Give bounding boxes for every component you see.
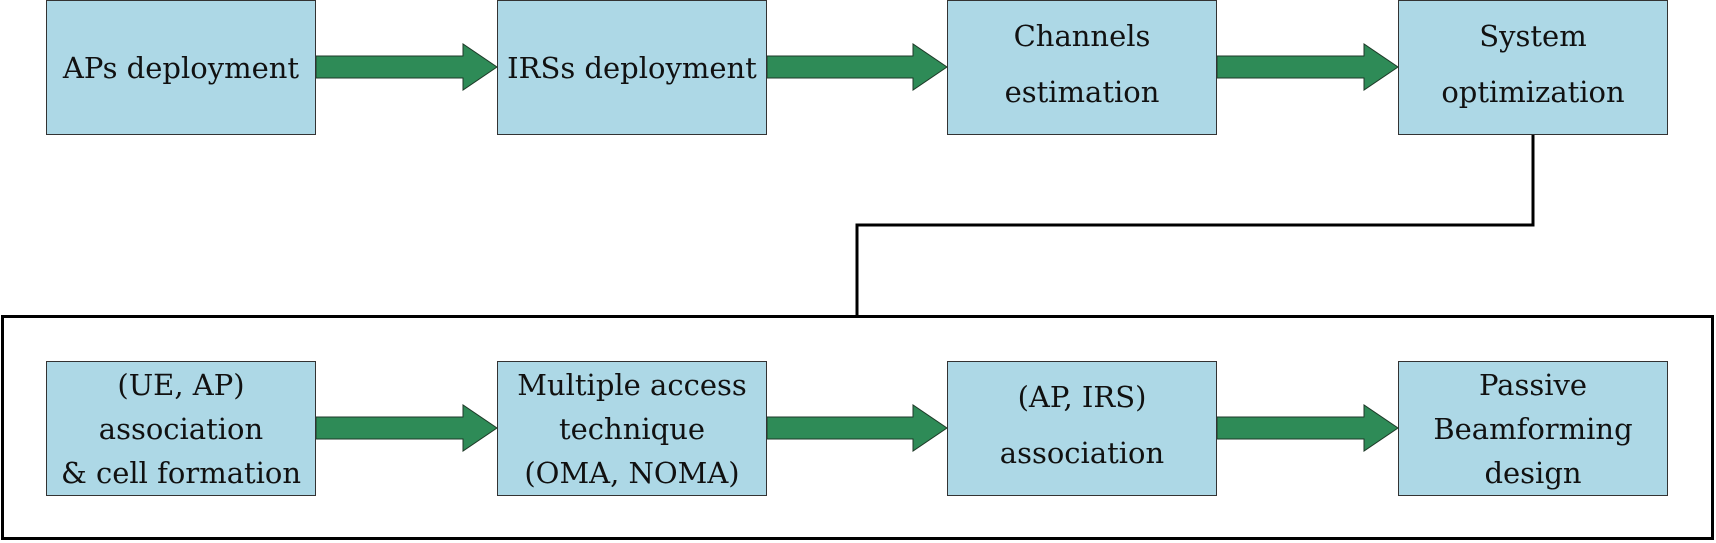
box-label-line: & cell formation [60, 455, 302, 490]
box-label-line: association [98, 411, 264, 446]
box-label-line: technique [558, 411, 706, 446]
box-label-line: (AP, IRS) [1017, 379, 1147, 414]
box-passive-beamforming-design: Passive Beamforming design [1398, 361, 1668, 496]
box-label-line: APs deployment [62, 50, 300, 85]
box-label-line: IRSs deployment [507, 50, 757, 85]
box-ap-irs-association: (AP, IRS) association [947, 361, 1217, 496]
box-label-line: (OMA, NOMA) [524, 455, 740, 490]
box-ue-ap-association: (UE, AP) association & cell formation [46, 361, 316, 496]
optimization-components-frame [1, 315, 1714, 540]
box-label-line: association [999, 435, 1165, 470]
flow-arrow [1216, 404, 1399, 452]
box-label-line: Multiple access [517, 367, 747, 402]
box-label-line: Passive [1478, 367, 1588, 402]
box-irss-deployment: IRSs deployment [497, 0, 767, 135]
box-label-line: design [1484, 455, 1582, 490]
box-channels-estimation: Channels estimation [947, 0, 1217, 135]
box-system-optimization: System optimization [1398, 0, 1668, 135]
box-multiple-access-technique: Multiple access technique (OMA, NOMA) [497, 361, 767, 496]
flow-arrow [766, 404, 948, 452]
box-label-line: Beamforming [1433, 411, 1633, 446]
box-label-line: System [1479, 18, 1587, 53]
flow-arrow [315, 404, 498, 452]
box-label-line: Channels [1013, 18, 1151, 53]
flow-arrow [766, 43, 948, 91]
flow-arrow [1216, 43, 1399, 91]
box-label-line: optimization [1441, 74, 1625, 109]
optimization-connector-line [855, 135, 1535, 316]
flow-arrow [315, 43, 498, 91]
box-label-line: (UE, AP) [117, 367, 245, 402]
box-label-line: estimation [1004, 74, 1160, 109]
box-aps-deployment: APs deployment [46, 0, 316, 135]
